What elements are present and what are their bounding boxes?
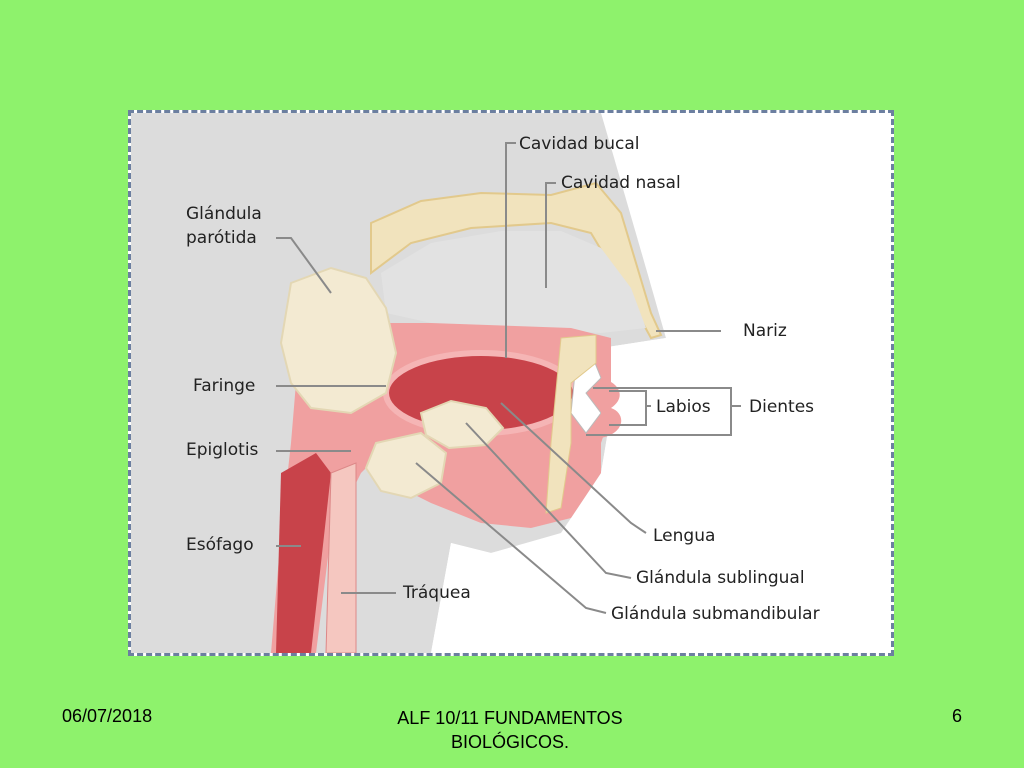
label-cavidad-nasal: Cavidad nasal [561, 173, 681, 193]
footer-date: 06/07/2018 [62, 706, 153, 726]
leader-cavidad-bucal [505, 142, 516, 358]
label-faringe: Faringe [193, 376, 255, 396]
footer-title-line1: ALF 10/11 FUNDAMENTOS [397, 708, 623, 728]
face-profile [431, 113, 891, 653]
leader-cavidad-nasal [545, 182, 556, 288]
diagram-frame: Cavidad bucal Cavidad nasal Glándula par… [128, 110, 894, 656]
anatomy-diagram: Cavidad bucal Cavidad nasal Glándula par… [131, 113, 891, 653]
sublingual-gland [419, 399, 505, 450]
label-glandula-parotida-2: parótida [186, 228, 257, 248]
label-cavidad-bucal: Cavidad bucal [519, 134, 640, 154]
label-traquea: Tráquea [402, 583, 471, 603]
nasal-bone [370, 181, 663, 340]
submandibular-gland [364, 431, 448, 500]
label-glandula-parotida-1: Glándula [186, 204, 262, 224]
label-esofago: Esófago [186, 535, 254, 555]
leader-dientes [586, 387, 741, 436]
leader-submandibular [415, 462, 607, 614]
footer-title: ALF 10/11 FUNDAMENTOS BIOLÓGICOS. [330, 706, 690, 754]
leader-lines [276, 142, 741, 614]
esophagus [276, 453, 331, 653]
parotid-gland [279, 266, 398, 415]
footer-page-number: 6 [952, 706, 963, 726]
leader-parotida [276, 237, 332, 294]
leader-labios [609, 390, 651, 426]
nasal-cavity [381, 231, 646, 333]
label-dientes: Dientes [749, 397, 814, 417]
label-glandula-submandibular: Glándula submandibular [611, 604, 820, 624]
jaw-bone [545, 334, 597, 514]
label-lengua: Lengua [653, 526, 715, 546]
label-nariz: Nariz [743, 321, 787, 341]
footer-title-line2: BIOLÓGICOS. [450, 732, 570, 752]
label-epiglotis: Epiglotis [186, 440, 259, 460]
trachea [325, 462, 357, 653]
lips [601, 378, 622, 438]
leader-lengua [500, 402, 647, 534]
label-glandula-sublingual: Glándula sublingual [636, 568, 805, 588]
leader-sublingual [465, 422, 632, 579]
label-labios: Labios [656, 397, 711, 417]
